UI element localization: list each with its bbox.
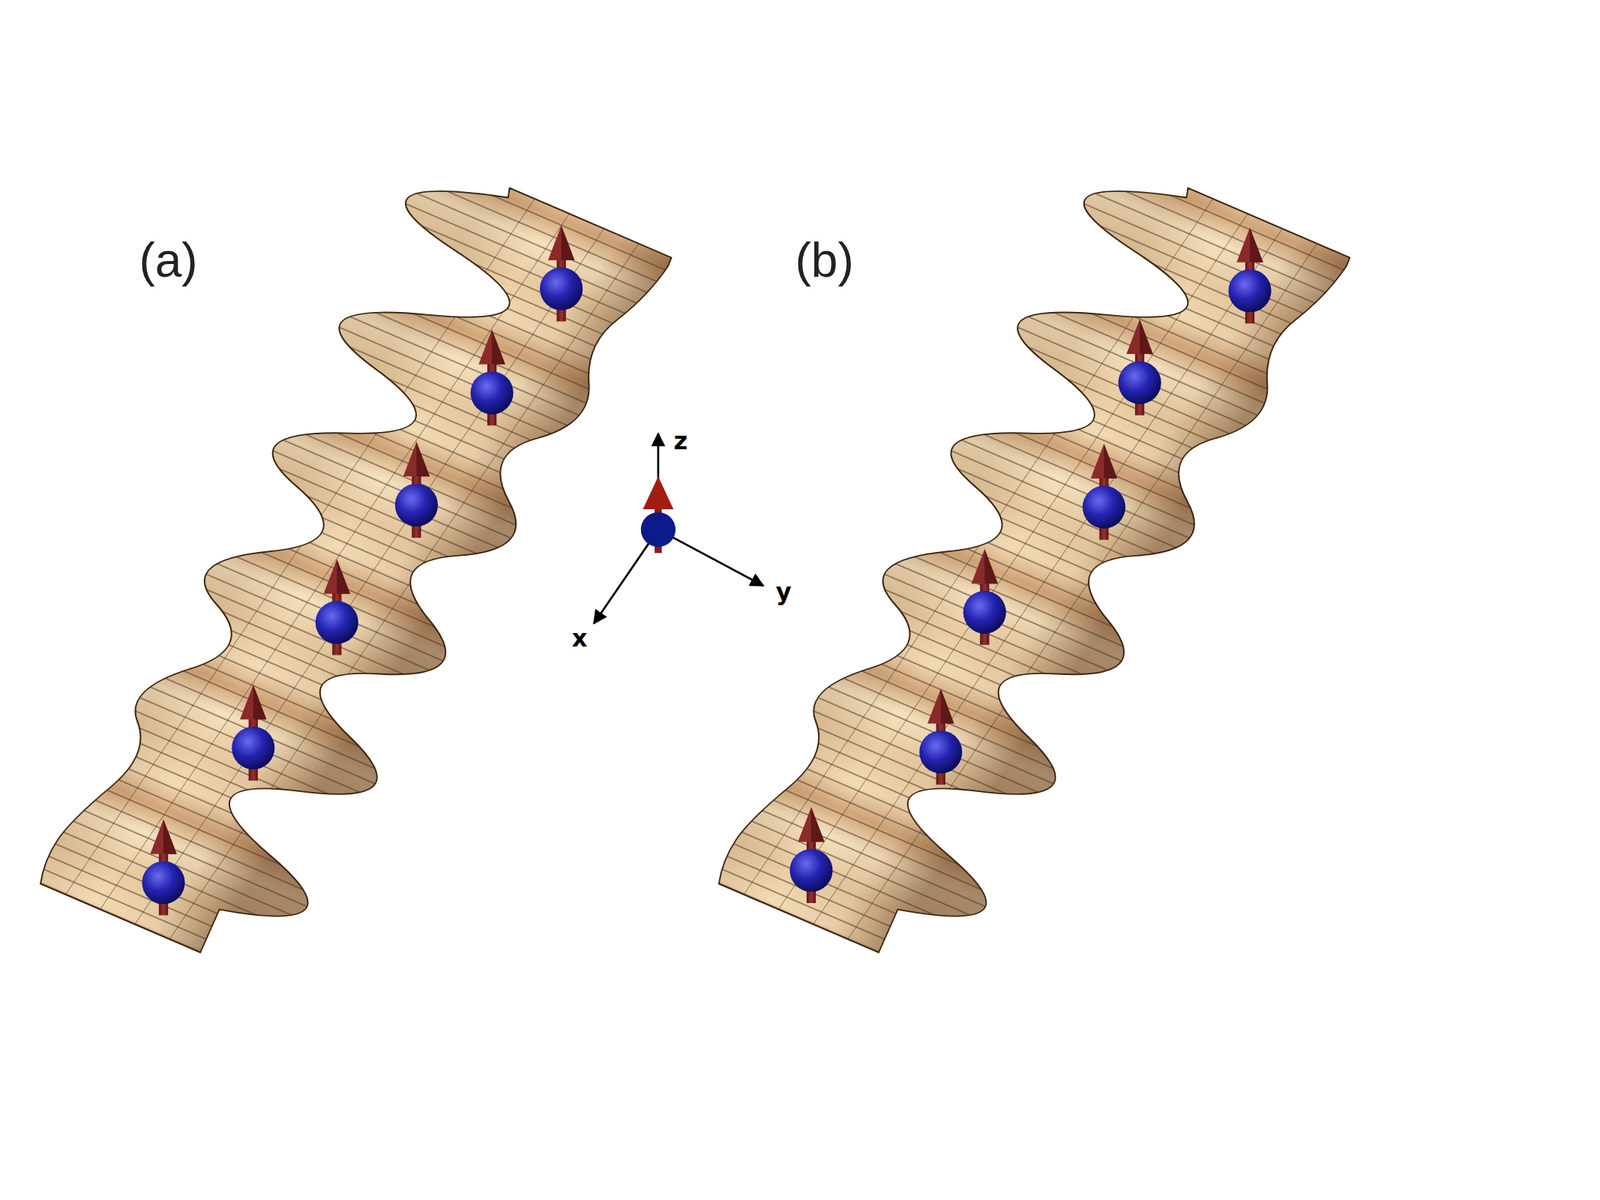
lattice-b: [644, 155, 1407, 977]
panel-label: (a): [138, 232, 198, 288]
axis-label: z: [673, 426, 688, 456]
axis-label: x: [572, 623, 588, 653]
axis-triad: [593, 433, 764, 624]
panel-label: (b): [795, 232, 854, 288]
axis-label: y: [776, 577, 792, 606]
lattice-a: [0, 155, 729, 977]
